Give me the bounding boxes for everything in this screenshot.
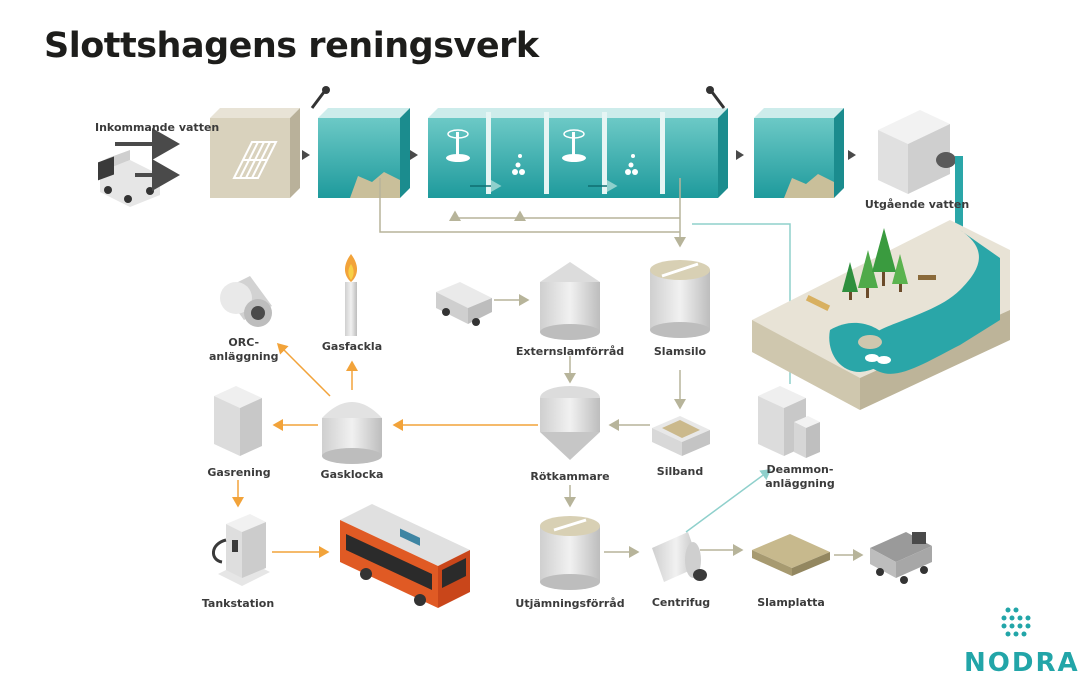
landscape [752, 220, 1010, 410]
dropper-icon [310, 86, 330, 109]
incoming-truck-icon [98, 150, 160, 207]
label-incoming-water: Inkommande vatten [95, 121, 220, 134]
gas-cleaning-unit [214, 386, 262, 456]
centrifuge [652, 532, 707, 582]
sludge-slab [752, 534, 830, 576]
outlet-building [878, 110, 963, 256]
label-fuel-station: Tankstation [201, 597, 275, 610]
equalization-tank [540, 516, 600, 590]
label-digester: Rötkammare [530, 470, 610, 483]
bench-icon [805, 295, 831, 311]
tree-icon [842, 228, 908, 300]
fuel-pump-icon [212, 514, 270, 586]
digester [540, 386, 600, 460]
mixer-icon [562, 129, 586, 162]
gas-holder [322, 402, 382, 464]
label-centrifuge: Centrifug [651, 596, 711, 609]
sludge-silo [650, 260, 710, 338]
mixer-icon [446, 129, 470, 162]
label-equalization-storage: Utjämningsförråd [515, 597, 625, 610]
label-sludge-silo: Slamsilo [653, 345, 707, 358]
bubbles-icon [512, 154, 525, 175]
sand-trap-basin [318, 108, 410, 198]
screen-grid-icon [232, 141, 278, 179]
swan-icon [865, 354, 891, 364]
label-orc: ORC- anläggning [209, 336, 279, 363]
screen-tank [210, 108, 300, 198]
flame-icon [344, 254, 358, 282]
nodra-logo-mark [1001, 607, 1031, 637]
label-external-sludge-storage: Externslamförråd [515, 345, 625, 358]
label-outgoing-water: Utgående vatten [864, 198, 970, 211]
pier-icon [918, 275, 936, 280]
bubbles-icon [625, 154, 638, 175]
deammon-unit [758, 386, 820, 458]
flow-arrow-2 [410, 150, 418, 160]
flow-arrow-3 [736, 150, 744, 160]
dropper-icon [706, 86, 726, 109]
aeration-basins [428, 108, 728, 198]
label-gas-flare: Gasfackla [321, 340, 383, 353]
label-screen-belt: Silband [656, 465, 704, 478]
label-gas-holder: Gasklocka [320, 468, 384, 481]
label-sludge-slab: Slamplatta [757, 596, 825, 609]
delivery-truck-icon [436, 282, 492, 326]
flow-arrow-1 [302, 150, 310, 160]
bus-icon [340, 504, 470, 608]
orc-unit [220, 276, 272, 327]
gas-flare [344, 254, 358, 336]
nodra-logo-text: NODRA [964, 648, 1080, 678]
external-sludge-silo [540, 262, 600, 340]
screen-belt [652, 416, 710, 456]
clarifier-basin [754, 108, 844, 198]
dump-truck-icon [870, 532, 932, 584]
label-deammon: Deammon- anläggning [765, 463, 835, 490]
page-title: Slottshagens reningsverk [44, 26, 539, 66]
flow-arrow-4 [848, 150, 856, 160]
label-gas-cleaning: Gasrening [207, 466, 271, 479]
